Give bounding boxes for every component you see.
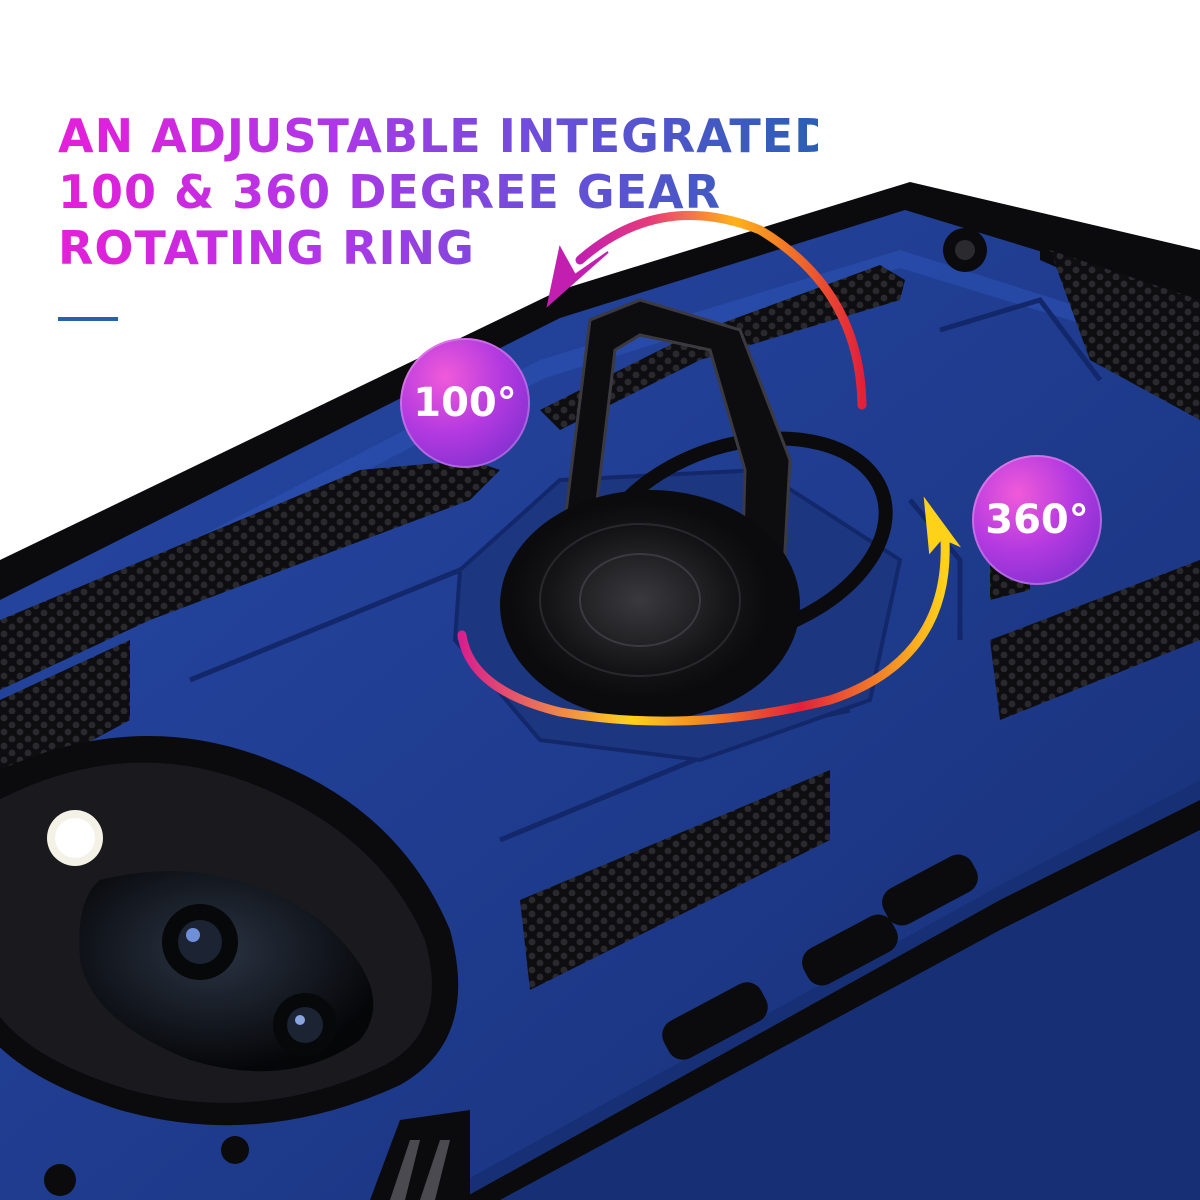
grip-panels xyxy=(0,250,1200,990)
rotation-arrows xyxy=(457,211,962,726)
camera-module xyxy=(0,736,459,1126)
bottom-corner-ridges xyxy=(44,1110,470,1200)
headline-line-1: AN ADJUSTABLE INTEGRATED xyxy=(58,109,834,163)
rotation-angle-badge: 360° xyxy=(972,455,1102,585)
rotation-angle-label: 360° xyxy=(985,497,1089,543)
headline-line-3: ROTATING RING xyxy=(58,220,818,276)
tilt-angle-badge: 100° xyxy=(400,338,530,468)
headline-line-2: 100 & 360 DEGREE GEAR xyxy=(58,164,818,220)
kickstand-ring xyxy=(500,298,800,720)
rotation-arrow xyxy=(457,535,950,726)
tilt-arrow-head xyxy=(546,245,609,308)
headline-underline xyxy=(58,317,118,321)
headline: AN ADJUSTABLE INTEGRATED 100 & 360 DEGRE… xyxy=(58,108,834,276)
rotation-arrow-head xyxy=(923,496,962,555)
tilt-arrow xyxy=(575,211,867,410)
tilt-angle-label: 100° xyxy=(413,380,517,426)
corner-screw xyxy=(943,228,987,272)
side-buttons xyxy=(662,854,978,1060)
